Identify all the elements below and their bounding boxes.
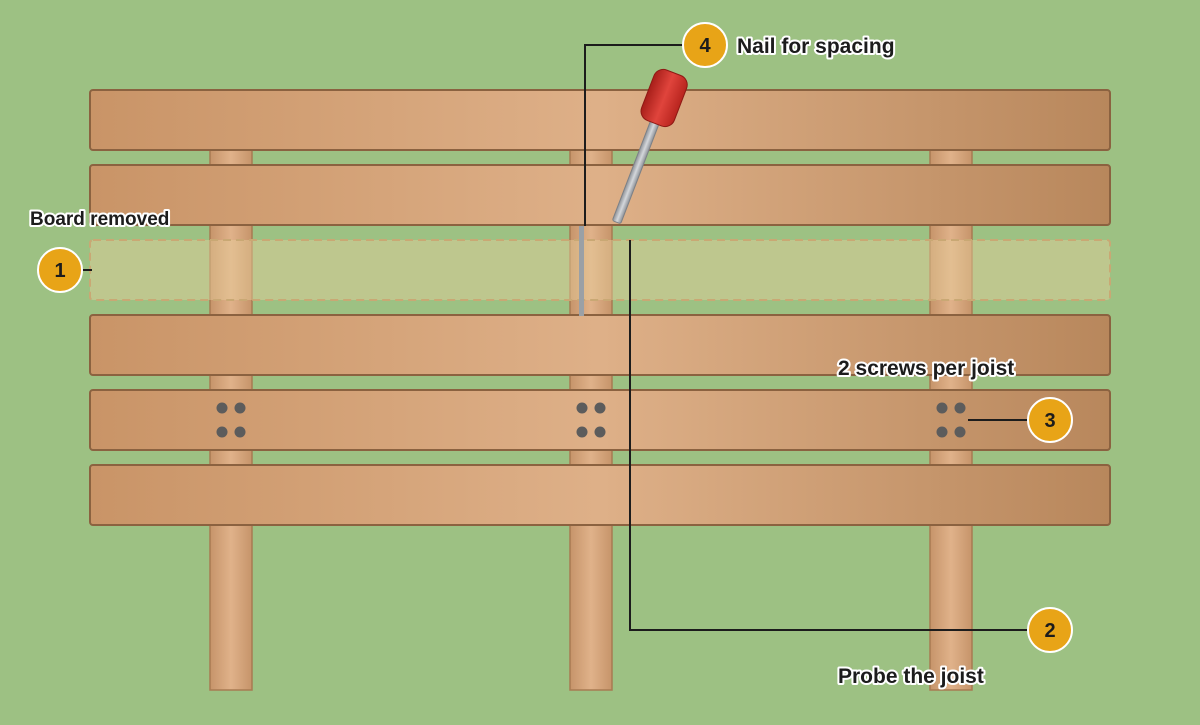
deck-board-2 [89,164,1111,226]
label-screws-per-joist: 2 screws per joist [838,357,1014,380]
callout-2-number: 2 [1044,620,1055,642]
screw-group-middle [576,402,606,438]
callout-1-number: 1 [54,260,65,282]
spacing-nail [579,226,584,316]
screw-group-right [936,402,966,438]
probe-handle [640,68,688,128]
label-board-removed: Board removed [30,209,169,230]
callout-3-number: 3 [1044,410,1055,432]
callout-3: 3 [1027,397,1073,443]
deck-board-6 [89,464,1111,526]
deck-board-4 [89,314,1111,376]
label-nail-spacing: Nail for spacing [737,35,895,58]
callout-4: 4 [682,22,728,68]
callout-4-number: 4 [699,35,711,57]
callout-2: 2 [1027,607,1073,653]
deck-board-1 [89,89,1111,151]
leader-line-4 [584,44,683,226]
probe-tool [612,68,688,224]
deck-board-5 [89,389,1111,451]
leader-line-2 [629,240,1028,631]
callout-1: 1 [37,247,83,293]
label-probe-joist: Probe the joist [838,665,984,688]
removed-board-outline [89,239,1111,301]
screw-group-left [216,402,246,438]
